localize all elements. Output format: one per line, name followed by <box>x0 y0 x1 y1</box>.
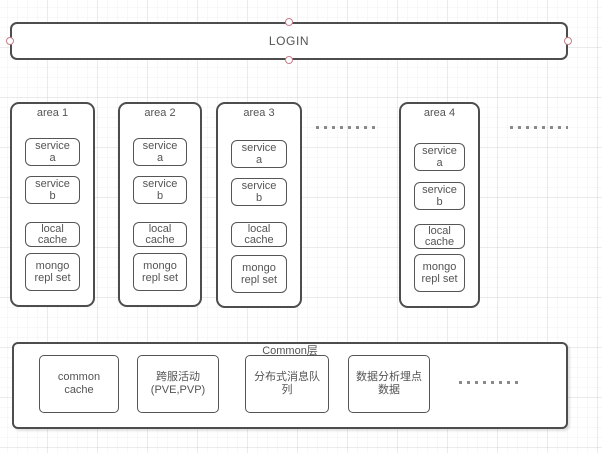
local-cache-label-line2: cache <box>37 233 68 246</box>
service-b-label-line2: b <box>156 190 164 202</box>
mongo-label-line1: mongo <box>143 260 177 272</box>
selection-handle-left-icon[interactable] <box>6 37 14 45</box>
login-label: LOGIN <box>268 33 310 48</box>
local-cache-label-line1: local <box>41 222 64 235</box>
distributed-message-queue-label-line1: 分布式消息队 <box>254 371 320 383</box>
mongo-label-line2: repl set <box>421 273 458 285</box>
mongo-label-line2: repl set <box>34 272 71 284</box>
distributed-message-queue-label-line2: 列 <box>281 384 293 396</box>
service-b-label-line2: b <box>49 190 56 202</box>
cross-server-activity-label-line1: 跨服活动 <box>156 371 200 383</box>
area-2-shape[interactable]: area 2 service a service b local cache m… <box>118 102 202 307</box>
data-analytics-tracking-shape[interactable]: 数据分析埋点 数据 <box>348 355 430 413</box>
selection-handle-right-icon[interactable] <box>564 37 572 45</box>
local-cache-label-line1: local <box>148 222 172 235</box>
area-4-service-a-shape[interactable]: service a <box>414 143 465 171</box>
area-4-title: area 4 <box>423 107 456 119</box>
local-cache-label-line2: cache <box>244 233 274 246</box>
service-a-label-line2: a <box>49 152 56 164</box>
ellipsis-dotted-line[interactable] <box>510 126 568 129</box>
area-1-title: area 1 <box>36 107 69 119</box>
area-3-service-a-shape[interactable]: service a <box>231 140 287 168</box>
area-2-local-cache-shape[interactable]: local cache <box>133 222 187 247</box>
local-cache-label-line1: local <box>247 222 271 235</box>
area-1-shape[interactable]: area 1 service a service b local cache m… <box>10 102 95 307</box>
ellipsis-dotted-line[interactable] <box>316 126 378 129</box>
common-layer-title: Common层 <box>262 345 318 357</box>
service-b-label-line2: b <box>436 196 443 208</box>
common-cache-label-line2: cache <box>64 384 94 396</box>
mongo-label-line1: mongo <box>422 261 457 273</box>
mongo-label-line1: mongo <box>242 262 276 274</box>
area-3-mongo-repl-set-shape[interactable]: mongo repl set <box>231 255 287 293</box>
area-1-service-b-shape[interactable]: service b <box>25 176 80 204</box>
service-a-label-line1: service <box>241 142 277 154</box>
service-b-label-line1: service <box>142 178 178 190</box>
common-cache-label-line1: common <box>57 371 101 383</box>
service-a-label-line1: service <box>142 140 178 152</box>
data-analytics-tracking-label-line2: 数据 <box>378 384 400 396</box>
selection-handle-top-icon[interactable] <box>285 18 293 26</box>
selection-handle-bottom-icon[interactable] <box>285 56 293 64</box>
area-2-service-b-shape[interactable]: service b <box>133 176 187 204</box>
area-2-title: area 2 <box>144 107 176 119</box>
area-3-shape[interactable]: area 3 service a service b local cache m… <box>216 102 302 308</box>
common-cache-shape[interactable]: common cache <box>39 355 119 413</box>
area-3-local-cache-shape[interactable]: local cache <box>231 222 287 247</box>
service-a-label-line1: service <box>422 145 457 157</box>
local-cache-label-line2: cache <box>145 233 175 246</box>
service-a-label-line2: a <box>436 157 443 169</box>
service-b-label-line1: service <box>35 178 70 190</box>
area-4-local-cache-shape[interactable]: local cache <box>414 224 465 249</box>
area-4-mongo-repl-set-shape[interactable]: mongo repl set <box>414 254 465 292</box>
common-layer-shape[interactable]: Common层 common cache 跨服活动 (PVE,PVP) 分布式消… <box>12 342 568 429</box>
service-a-label-line2: a <box>156 152 164 164</box>
mongo-label-line2: repl set <box>240 274 278 286</box>
area-2-service-a-shape[interactable]: service a <box>133 138 187 166</box>
mongo-label-line2: repl set <box>141 272 179 284</box>
distributed-message-queue-shape[interactable]: 分布式消息队 列 <box>245 355 329 413</box>
local-cache-label-line2: cache <box>424 235 455 248</box>
mongo-label-line1: mongo <box>35 260 70 272</box>
cross-server-activity-label-line2: (PVE,PVP) <box>150 384 206 396</box>
service-a-label-line2: a <box>255 154 263 166</box>
area-1-local-cache-shape[interactable]: local cache <box>25 222 80 247</box>
area-1-mongo-repl-set-shape[interactable]: mongo repl set <box>25 253 80 291</box>
area-3-service-b-shape[interactable]: service b <box>231 178 287 206</box>
service-a-label-line1: service <box>35 140 70 152</box>
local-cache-label-line1: local <box>428 224 451 237</box>
area-4-shape[interactable]: area 4 service a service b local cache m… <box>399 102 480 308</box>
login-shape[interactable]: LOGIN <box>10 22 568 60</box>
service-b-label-line2: b <box>255 192 263 204</box>
ellipsis-dotted-line[interactable] <box>459 381 519 384</box>
service-b-label-line1: service <box>422 184 457 196</box>
service-b-label-line1: service <box>241 180 277 192</box>
cross-server-activity-shape[interactable]: 跨服活动 (PVE,PVP) <box>137 355 219 413</box>
area-2-mongo-repl-set-shape[interactable]: mongo repl set <box>133 253 187 291</box>
area-1-service-a-shape[interactable]: service a <box>25 138 80 166</box>
area-3-title: area 3 <box>243 107 275 119</box>
area-4-service-b-shape[interactable]: service b <box>414 182 465 210</box>
data-analytics-tracking-label-line1: 数据分析埋点 <box>356 371 422 383</box>
